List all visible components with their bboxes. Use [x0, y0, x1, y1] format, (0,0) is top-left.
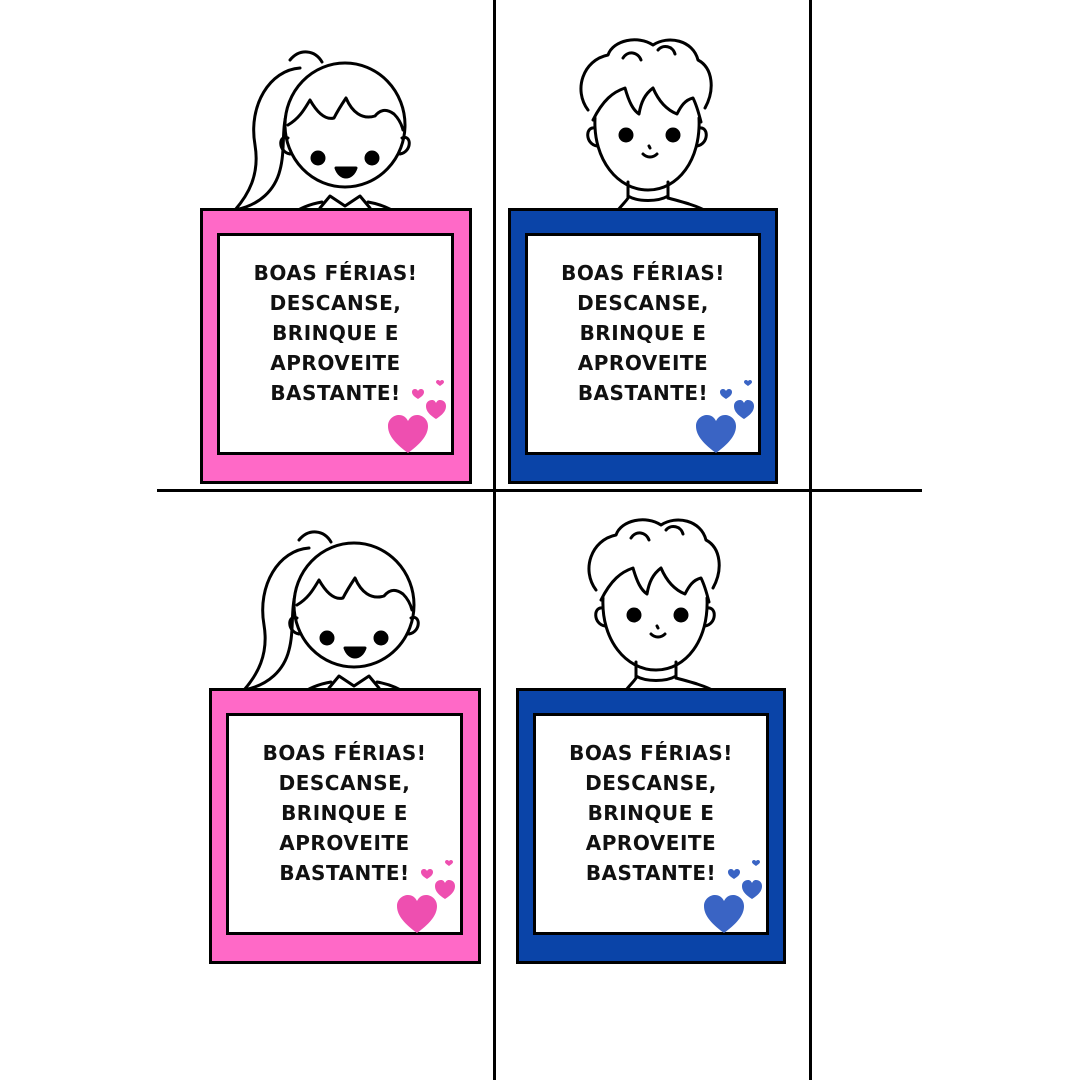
heart-icon	[426, 400, 446, 419]
heart-icon	[728, 869, 740, 879]
message-line: BOAS FÉRIAS!	[262, 741, 427, 765]
heart-icon	[397, 895, 437, 933]
holiday-message: BOAS FÉRIAS! DESCANSE, BRINQUE E APROVEI…	[528, 258, 758, 408]
girl-drawing	[233, 50, 411, 217]
message-line: APROVEITE	[270, 351, 401, 375]
card-girl-pink-bottom: BOAS FÉRIAS! DESCANSE, BRINQUE E APROVEI…	[209, 510, 484, 970]
heart-icon	[696, 415, 736, 453]
girl-drawing	[242, 530, 420, 697]
holiday-message: BOAS FÉRIAS! DESCANSE, BRINQUE E APROVEI…	[220, 258, 451, 408]
message-panel: BOAS FÉRIAS! DESCANSE, BRINQUE E APROVEI…	[226, 713, 463, 935]
message-line: BASTANTE!	[270, 381, 401, 405]
horizontal-cut-line	[157, 489, 922, 492]
message-line: BASTANTE!	[577, 381, 709, 405]
heart-icon	[388, 415, 428, 453]
heart-icon	[436, 380, 444, 386]
message-line: BOAS FÉRIAS!	[253, 261, 418, 285]
message-line: BRINQUE E	[579, 321, 707, 345]
heart-icon	[742, 880, 762, 899]
hearts-decoration	[397, 860, 455, 933]
boy-drawing	[579, 38, 713, 214]
blue-frame: BOAS FÉRIAS! DESCANSE, BRINQUE E APROVEI…	[516, 688, 786, 964]
heart-icon	[704, 895, 744, 933]
vertical-cut-line-left	[493, 0, 496, 1080]
message-line: BOAS FÉRIAS!	[561, 261, 725, 285]
message-line: DESCANSE,	[269, 291, 402, 315]
card-boy-blue-top: BOAS FÉRIAS! DESCANSE, BRINQUE E APROVEI…	[508, 30, 783, 490]
message-panel: BOAS FÉRIAS! DESCANSE, BRINQUE E APROVEI…	[525, 233, 761, 455]
heart-icon	[421, 869, 433, 879]
message-line: BASTANTE!	[279, 861, 410, 885]
message-line: DESCANSE,	[577, 291, 709, 315]
heart-icon	[752, 860, 760, 866]
message-line: DESCANSE,	[278, 771, 411, 795]
hearts-decoration	[696, 380, 754, 453]
heart-icon	[412, 389, 424, 399]
message-line: APROVEITE	[279, 831, 410, 855]
heart-icon	[744, 380, 752, 386]
message-line: DESCANSE,	[585, 771, 717, 795]
message-panel: BOAS FÉRIAS! DESCANSE, BRINQUE E APROVEI…	[217, 233, 454, 455]
holiday-message: BOAS FÉRIAS! DESCANSE, BRINQUE E APROVEI…	[229, 738, 460, 888]
message-panel: BOAS FÉRIAS! DESCANSE, BRINQUE E APROVEI…	[533, 713, 769, 935]
card-girl-pink-top: BOAS FÉRIAS! DESCANSE, BRINQUE E APROVEI…	[200, 30, 475, 490]
message-line: BASTANTE!	[585, 861, 717, 885]
card-boy-blue-bottom: BOAS FÉRIAS! DESCANSE, BRINQUE E APROVEI…	[516, 510, 791, 970]
message-line: APROVEITE	[577, 351, 709, 375]
pink-frame: BOAS FÉRIAS! DESCANSE, BRINQUE E APROVEI…	[209, 688, 481, 964]
message-line: APROVEITE	[585, 831, 717, 855]
heart-icon	[720, 389, 732, 399]
holiday-message: BOAS FÉRIAS! DESCANSE, BRINQUE E APROVEI…	[536, 738, 766, 888]
pink-frame: BOAS FÉRIAS! DESCANSE, BRINQUE E APROVEI…	[200, 208, 472, 484]
heart-icon	[435, 880, 455, 899]
heart-icon	[445, 860, 453, 866]
message-line: BRINQUE E	[587, 801, 715, 825]
boy-drawing	[587, 518, 721, 694]
heart-icon	[734, 400, 754, 419]
vertical-cut-line-right	[809, 0, 812, 1080]
hearts-decoration	[704, 860, 762, 933]
blue-frame: BOAS FÉRIAS! DESCANSE, BRINQUE E APROVEI…	[508, 208, 778, 484]
message-line: BRINQUE E	[281, 801, 408, 825]
hearts-decoration	[388, 380, 446, 453]
message-line: BRINQUE E	[272, 321, 399, 345]
message-line: BOAS FÉRIAS!	[569, 741, 733, 765]
